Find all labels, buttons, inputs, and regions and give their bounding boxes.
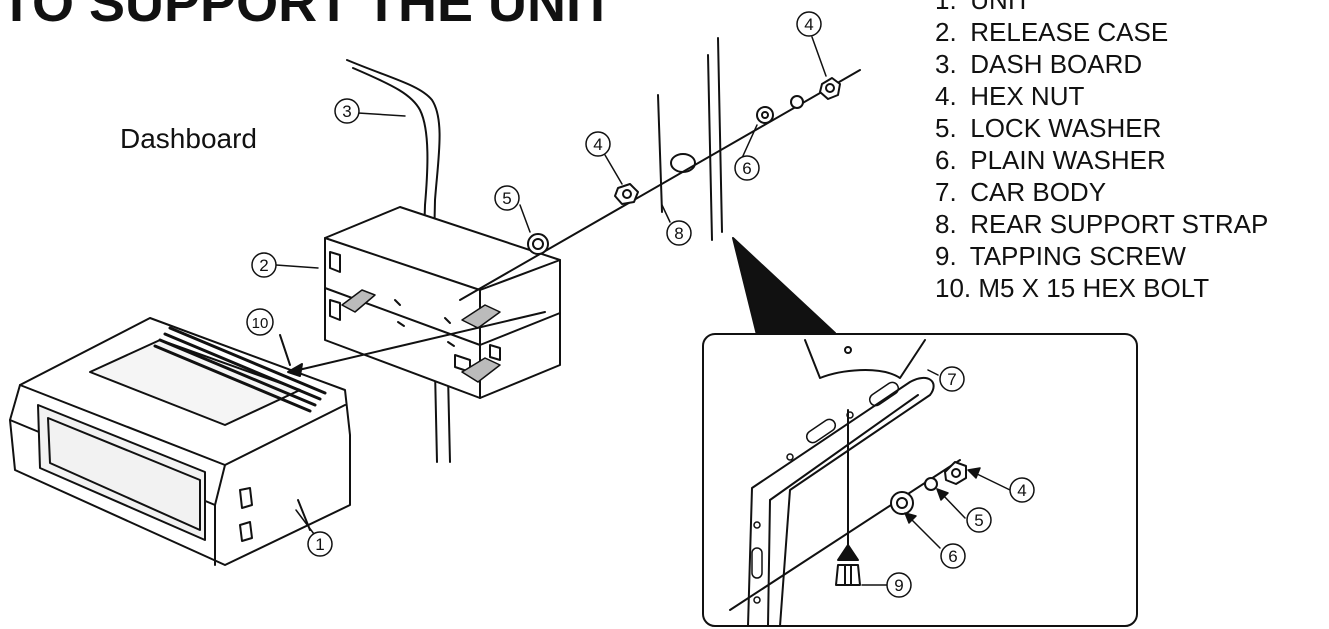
svg-text:3: 3 <box>342 102 351 121</box>
parts-legend: 1. UNIT 2. RELEASE CASE 3. DASH BOARD 4.… <box>935 0 1268 304</box>
svg-text:6: 6 <box>948 547 957 566</box>
hex-bolt-line <box>279 311 546 377</box>
svg-text:5: 5 <box>974 511 983 530</box>
callout-3: 3 <box>334 98 360 124</box>
callout-9: 9 <box>861 572 912 598</box>
callouts: 3 2 10 1 5 4 8 <box>246 11 1035 598</box>
callout-10: 10 <box>246 308 274 336</box>
svg-text:7: 7 <box>947 370 956 389</box>
detail-view <box>702 333 1138 627</box>
svg-text:10: 10 <box>252 315 269 332</box>
dashboard-label: Dashboard <box>120 123 257 154</box>
callout-6-detail: 6 <box>940 543 966 569</box>
callout-7: 7 <box>939 366 965 392</box>
legend-item-6: 6. PLAIN WASHER <box>935 145 1166 175</box>
svg-text:1: 1 <box>315 535 324 554</box>
callout-6: 6 <box>734 155 760 181</box>
diagram-title: TO SUPPORT THE UNIT <box>0 0 615 33</box>
svg-text:4: 4 <box>804 15 813 34</box>
dash-board-panel <box>346 59 451 463</box>
callout-2: 2 <box>251 252 277 278</box>
legend-item-9: 9. TAPPING SCREW <box>935 241 1186 271</box>
legend-item-4: 4. HEX NUT <box>935 81 1085 111</box>
legend-item-2: 2. RELEASE CASE <box>935 17 1169 47</box>
detail-pointer <box>732 237 836 336</box>
svg-text:2: 2 <box>259 256 268 275</box>
legend-item-8: 8. REAR SUPPORT STRAP <box>935 209 1269 239</box>
legend-item-1: 1. UNIT <box>935 0 1031 15</box>
callout-4: 4 <box>585 131 611 157</box>
callout-8: 8 <box>666 220 692 246</box>
legend-item-7: 7. CAR BODY <box>935 177 1107 207</box>
svg-text:5: 5 <box>502 189 511 208</box>
legend-item-3: 3. DASH BOARD <box>935 49 1143 79</box>
threaded-rod <box>459 69 861 301</box>
callout-1: 1 <box>307 531 333 557</box>
svg-text:6: 6 <box>742 159 751 178</box>
callout-5-detail: 5 <box>966 507 992 533</box>
radio-unit <box>9 317 351 566</box>
callout-4-detail: 4 <box>1009 477 1035 503</box>
svg-text:4: 4 <box>1017 481 1026 500</box>
strap-and-body-lines <box>657 37 723 241</box>
svg-text:4: 4 <box>593 135 602 154</box>
release-case <box>324 206 561 399</box>
legend-item-10: 10. M5 X 15 HEX BOLT <box>935 273 1210 303</box>
legend-item-5: 5. LOCK WASHER <box>935 113 1162 143</box>
callout-4-top: 4 <box>796 11 822 37</box>
callout-5: 5 <box>494 185 520 211</box>
svg-text:9: 9 <box>894 576 903 595</box>
svg-text:8: 8 <box>674 224 683 243</box>
